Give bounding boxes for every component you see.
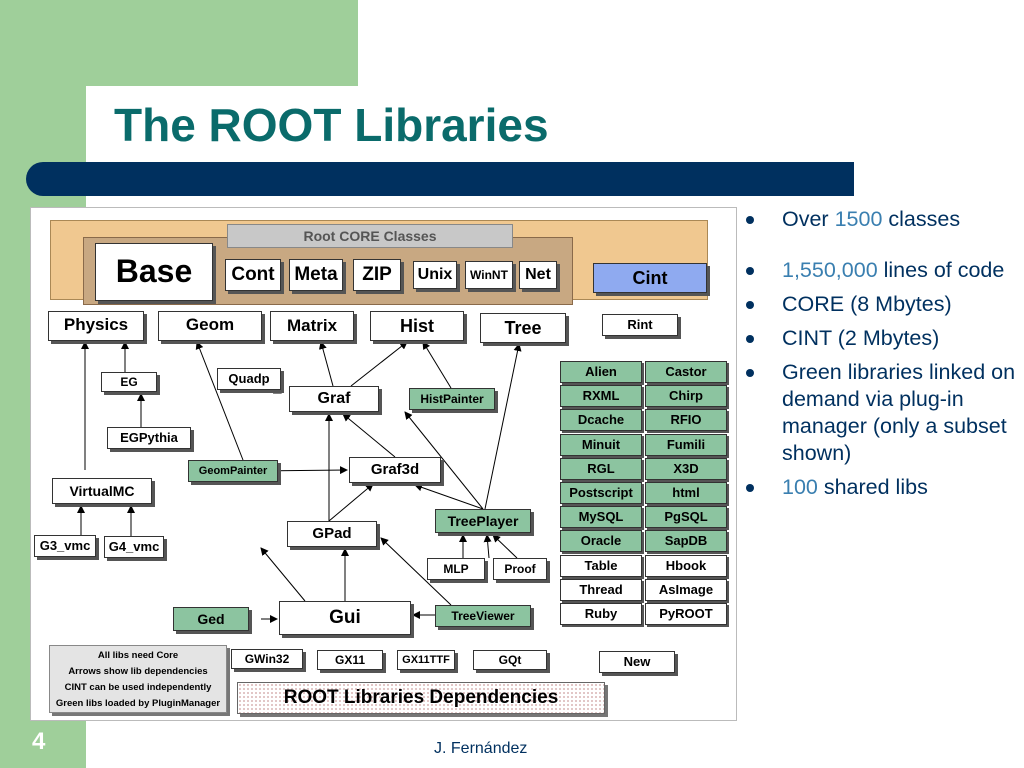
dependency-arrow	[492, 534, 518, 559]
node-virtualmc: VirtualMC	[52, 478, 152, 504]
lib-hbook: Hbook	[645, 554, 727, 577]
node-tree: Tree	[480, 313, 566, 343]
diagram-notes: All libs need Core Arrows show lib depen…	[49, 645, 227, 713]
node-histpainter: HistPainter	[409, 388, 495, 410]
node-unix: Unix	[413, 261, 457, 289]
node-g4vmc: G4_vmc	[104, 536, 164, 558]
note-line: All libs need Core	[97, 650, 179, 661]
node-graf: Graf	[289, 386, 379, 412]
page-number: 4	[32, 728, 46, 755]
note-line: CINT can be used independently	[64, 682, 212, 693]
node-new: New	[599, 651, 675, 673]
dependency-arrow	[483, 534, 492, 559]
lib-pgsql: PgSQL	[645, 506, 727, 529]
dependency-arrow	[350, 341, 408, 387]
node-graf3d: Graf3d	[349, 457, 441, 483]
bullet-item: 1,550,000 lines of code	[746, 257, 1016, 284]
node-gpad: GPad	[287, 521, 377, 547]
title-underline-bar	[26, 162, 854, 196]
lib-minuit: Minuit	[560, 433, 642, 456]
dependency-arrow	[195, 341, 244, 461]
node-zip: ZIP	[353, 259, 401, 291]
node-meta: Meta	[289, 259, 343, 291]
node-base: Base	[95, 243, 213, 301]
node-winnt: WinNT	[465, 261, 513, 289]
bullet-item: CORE (8 Mbytes)	[746, 291, 1016, 318]
node-g3vmc: G3_vmc	[34, 535, 96, 557]
dependency-arrow	[484, 343, 522, 510]
node-gui: Gui	[279, 601, 411, 635]
lib-ruby: Ruby	[560, 603, 642, 625]
lib-asimage: AsImage	[645, 578, 727, 601]
bullet-item: Green libraries linked on demand via plu…	[746, 359, 1016, 467]
slide-title: The ROOT Libraries	[114, 99, 549, 151]
node-quadp: Quadp	[217, 368, 281, 390]
bullet-item: 100 shared libs	[746, 474, 1016, 501]
bullet-dot-icon	[746, 301, 754, 309]
node-gqt: GQt	[473, 650, 547, 670]
footer-author: J. Fernández	[434, 740, 528, 757]
node-treeviewer: TreeViewer	[435, 605, 531, 627]
root-libraries-diagram: Root CORE Classes Base Cont Meta ZIP Uni…	[30, 207, 737, 721]
lib-rgl: RGL	[560, 457, 642, 480]
node-treeplayer: TreePlayer	[435, 509, 531, 533]
lib-rxml: RXML	[560, 385, 642, 408]
node-gx11ttf: GX11TTF	[397, 650, 455, 670]
node-mlp: MLP	[427, 558, 485, 580]
core-panel: Root CORE Classes Base Cont Meta ZIP Uni…	[50, 220, 708, 305]
lib-sapdb: SapDB	[645, 530, 727, 553]
node-geom: Geom	[158, 311, 262, 341]
lib-chirp: Chirp	[645, 385, 727, 408]
node-cint: Cint	[593, 263, 707, 293]
lib-pyroot: PyROOT	[645, 603, 727, 625]
top-green-band	[0, 0, 358, 86]
bullet-list: Over 1500 classes 1,550,000 lines of cod…	[746, 206, 1016, 508]
lib-dcache: Dcache	[560, 409, 642, 432]
lib-table: Table	[560, 554, 642, 577]
node-hist: Hist	[370, 311, 464, 341]
bullet-item: Over 1500 classes	[746, 206, 1016, 233]
bullet-dot-icon	[746, 335, 754, 343]
bullet-dot-icon	[746, 216, 754, 224]
node-geompainter: GeomPainter	[188, 460, 278, 482]
bullet-dot-icon	[746, 267, 754, 275]
bullet-item: CINT (2 Mbytes)	[746, 325, 1016, 352]
lib-fumili: Fumili	[645, 433, 727, 456]
dependency-arrow	[422, 341, 452, 389]
node-egpythia: EGPythia	[107, 427, 191, 449]
lib-mysql: MySQL	[560, 506, 642, 529]
dependency-arrow	[260, 547, 306, 602]
lib-rfio: RFIO	[645, 409, 727, 432]
lib-oracle: Oracle	[560, 530, 642, 553]
bullet-dot-icon	[746, 484, 754, 492]
dependency-arrow	[318, 341, 334, 387]
node-ged: Ged	[173, 607, 249, 631]
lib-postscript: Postscript	[560, 482, 642, 504]
lib-html: html	[645, 482, 727, 504]
node-physics: Physics	[48, 311, 144, 341]
dependency-arrow	[342, 413, 396, 458]
node-gx11: GX11	[317, 650, 383, 670]
note-line: Arrows show lib dependencies	[68, 666, 208, 677]
node-eg: EG	[101, 372, 157, 392]
bullet-dot-icon	[746, 369, 754, 377]
lib-thread: Thread	[560, 578, 642, 601]
dependency-arrow	[414, 483, 484, 510]
node-net: Net	[519, 261, 557, 289]
dependencies-caption: ROOT Libraries Dependencies	[237, 682, 605, 714]
node-gwin32: GWin32	[231, 649, 303, 669]
node-proof: Proof	[493, 558, 547, 580]
note-line: Green libs loaded by PluginManager	[55, 698, 221, 709]
node-rint: Rint	[602, 314, 678, 336]
lib-alien: Alien	[560, 361, 642, 383]
lib-x3d: X3D	[645, 457, 727, 480]
dependency-arrow	[328, 483, 374, 522]
core-label: Root CORE Classes	[227, 224, 513, 248]
node-cont: Cont	[225, 259, 281, 291]
lib-castor: Castor	[645, 361, 727, 383]
node-matrix: Matrix	[270, 311, 354, 341]
